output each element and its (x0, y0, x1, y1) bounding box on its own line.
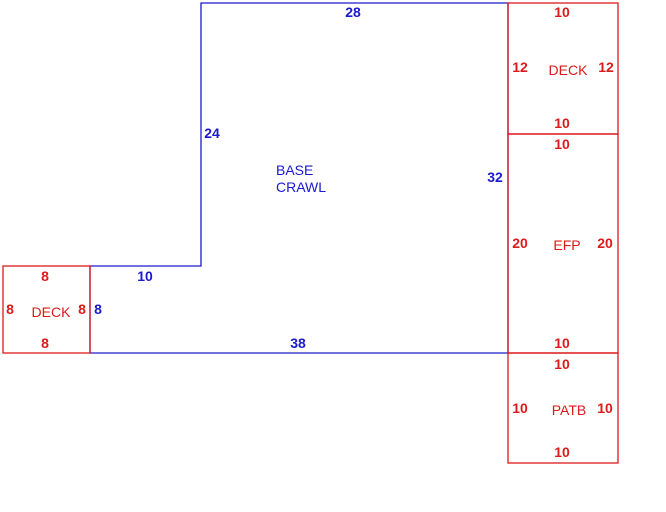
deck-left-dim-right: 8 (78, 301, 86, 317)
patb-dim-bottom: 10 (554, 444, 570, 460)
deck-right-dim-bottom: 10 (554, 115, 570, 131)
deck-right-name: DECK (549, 62, 589, 78)
deck-left-dim-top: 8 (41, 268, 49, 284)
base-area: 28 24 32 10 8 38 BASE CRAWL (89, 2, 509, 354)
efp-dim-right: 20 (597, 235, 613, 251)
deck-left-outline (2, 265, 91, 354)
deck-left-dim-bottom: 8 (41, 335, 49, 351)
deck-right-area: 10 12 12 10 DECK (507, 2, 619, 135)
patb-name: PATB (552, 402, 587, 418)
efp-name: EFP (553, 237, 580, 253)
base-dim-top: 28 (345, 4, 361, 20)
base-area-name-line2: CRAWL (276, 179, 326, 195)
efp-dim-bottom: 10 (554, 335, 570, 351)
base-outline (89, 2, 509, 354)
efp-dim-top: 10 (554, 136, 570, 152)
patb-area: 10 10 10 10 PATB (507, 352, 619, 464)
base-dim-step: 10 (137, 268, 153, 284)
patb-dim-right: 10 (597, 400, 613, 416)
efp-dim-left: 20 (512, 235, 528, 251)
patb-dim-top: 10 (554, 356, 570, 372)
base-dim-left-lower: 8 (94, 301, 102, 317)
efp-area: 10 20 20 10 EFP (507, 133, 619, 354)
deck-right-dim-top: 10 (554, 4, 570, 20)
base-dim-bottom: 38 (290, 335, 306, 351)
deck-right-dim-right: 12 (598, 59, 614, 75)
patb-dim-left: 10 (512, 400, 528, 416)
deck-right-dim-left: 12 (512, 59, 528, 75)
deck-left-dim-left: 8 (6, 301, 14, 317)
deck-left-name: DECK (32, 304, 72, 320)
patb-outline (507, 352, 619, 464)
base-dim-right: 32 (487, 169, 503, 185)
deck-left-area: 8 8 8 8 DECK (2, 265, 91, 354)
base-dim-left-upper: 24 (204, 125, 220, 141)
base-area-name-line1: BASE (276, 162, 313, 178)
